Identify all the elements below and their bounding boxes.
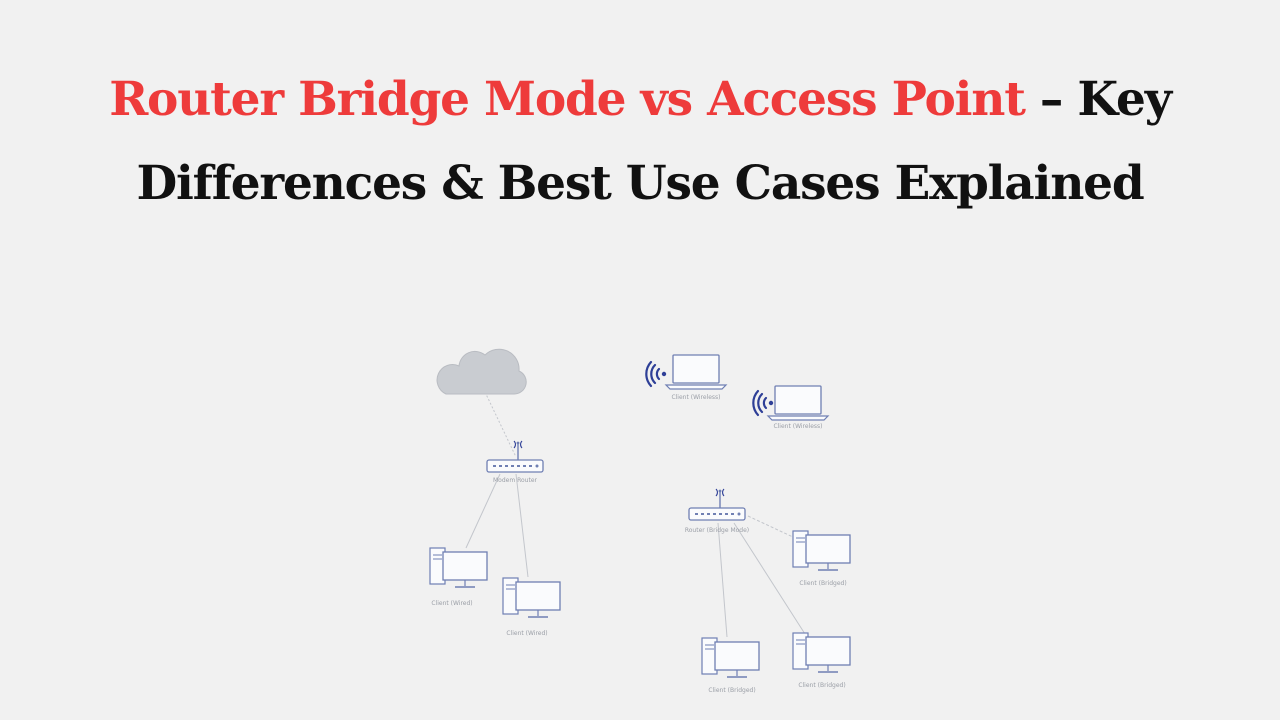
- modem-router-label: Modem Router: [493, 477, 538, 484]
- laptop-icon: [767, 385, 829, 421]
- computer-icon: [429, 547, 488, 588]
- title-rest: – Key: [1039, 72, 1172, 127]
- router-icon: [688, 488, 746, 521]
- computer-icon: [792, 530, 851, 571]
- client-wired-label: Client (Wired): [506, 630, 547, 637]
- cloud-icon: [436, 348, 527, 395]
- title-highlight: Router Bridge Mode vs Access Point: [109, 72, 1026, 127]
- computer-icon: [701, 637, 760, 678]
- computer-icon: [792, 632, 851, 673]
- client-wired-label: Client (Wired): [431, 600, 472, 607]
- router-bridge-label: Router (Bridge Mode): [685, 527, 749, 534]
- router-icon: [486, 440, 544, 473]
- computer-icon: [502, 577, 561, 618]
- client-bridged-label: Client (Bridged): [798, 682, 845, 689]
- client-bridged-label: Client (Bridged): [708, 687, 755, 694]
- client-wireless-label: Client (Wireless): [773, 423, 822, 430]
- laptop-icon: [665, 354, 727, 390]
- title-line2: Differences & Best Use Cases Explained: [136, 156, 1144, 211]
- wifi-icon: [752, 389, 775, 417]
- wifi-icon: [645, 360, 668, 388]
- client-wireless-label: Client (Wireless): [671, 394, 720, 401]
- page-title: Router Bridge Mode vs Access Point – Key…: [0, 58, 1280, 226]
- client-bridged-label: Client (Bridged): [799, 580, 846, 587]
